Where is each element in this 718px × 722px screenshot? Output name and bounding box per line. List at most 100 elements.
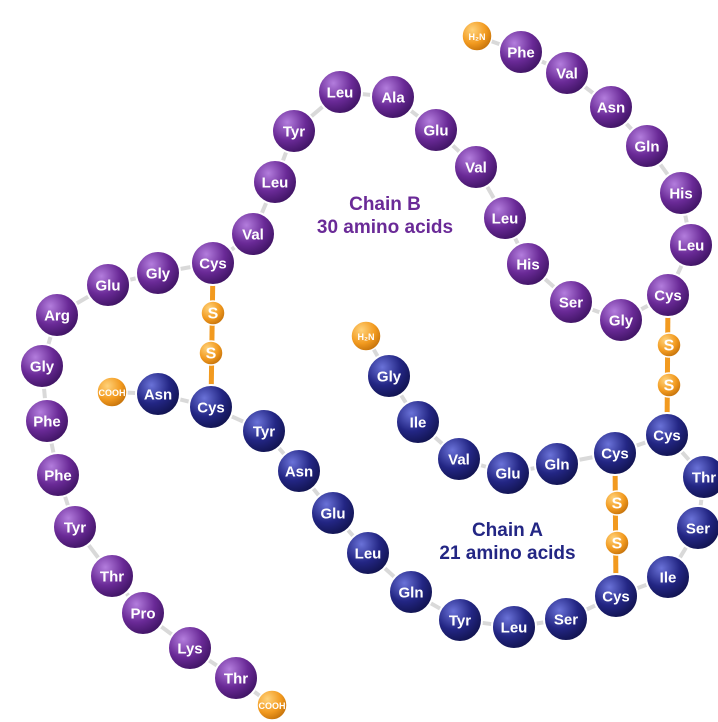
amino-acid-label: Gln	[399, 585, 424, 602]
amino-acid: Ser	[675, 505, 718, 551]
amino-acid-bead	[135, 371, 181, 417]
amino-acid-label: Thr	[692, 470, 716, 487]
chain-a-name: Chain A	[471, 520, 544, 541]
amino-acid: Glu	[485, 450, 531, 496]
amino-acid: Ile	[645, 554, 691, 600]
n-terminus-badge	[350, 320, 382, 352]
amino-acid-bead	[230, 211, 276, 257]
n-terminus-badge	[461, 20, 493, 52]
amino-acid-label: Glu	[321, 506, 346, 523]
amino-acid-bead	[645, 272, 691, 318]
amino-acid-label: Gln	[545, 457, 570, 474]
amino-acid-label: His	[516, 257, 539, 274]
amino-acid-label: Gly	[146, 266, 171, 283]
amino-acid: Leu	[345, 530, 391, 576]
amino-acid-bead	[592, 430, 638, 476]
amino-acid-bead	[188, 384, 234, 430]
c-terminus-badge	[256, 689, 288, 721]
amino-acid-bead	[35, 452, 81, 498]
disulfide-link-line	[612, 452, 619, 597]
amino-acid-bead	[395, 399, 441, 445]
sulfur-atom-label: S	[612, 536, 623, 553]
sulfur-atom-circle	[604, 490, 630, 516]
amino-acid-label: Val	[465, 160, 487, 177]
amino-acid: Val	[453, 144, 499, 190]
sulfur-atom-circle	[656, 372, 682, 398]
amino-acid-bead	[413, 107, 459, 153]
sulfur-atom-circle	[198, 340, 224, 366]
amino-acid-label: Val	[242, 227, 264, 244]
sulfur-atom: S	[198, 340, 224, 366]
amino-acid-label: Glu	[96, 278, 121, 295]
amino-acid: Cys	[593, 573, 639, 619]
amino-acid-label: Val	[556, 66, 578, 83]
amino-acid-label: Gly	[377, 369, 402, 386]
amino-acid-bead	[34, 292, 80, 338]
disulfide-link-line	[664, 294, 671, 436]
n-terminus: H₂N	[461, 20, 493, 52]
amino-acid-bead	[366, 353, 412, 399]
sulfur-atom: S	[604, 490, 630, 516]
amino-acid-bead	[593, 573, 639, 619]
sulfur-atom-circle	[656, 332, 682, 358]
amino-acid-bead	[135, 250, 181, 296]
amino-acid: Phe	[498, 29, 544, 75]
amino-acid-bead	[485, 450, 531, 496]
amino-acid-label: Phe	[507, 45, 535, 62]
amino-acid-label: Tyr	[283, 124, 305, 141]
amino-acid: His	[505, 241, 551, 287]
n-terminus-label: H₂N	[358, 332, 375, 342]
amino-acid-label: Leu	[327, 85, 354, 102]
amino-acid: Glu	[310, 490, 356, 536]
amino-acid-label: Cys	[653, 428, 681, 445]
amino-acid-label: Phe	[33, 414, 61, 431]
amino-acid: Phe	[24, 398, 70, 444]
sulfur-atom-label: S	[206, 346, 217, 363]
amino-acid: Cys	[592, 430, 638, 476]
amino-acid-label: Leu	[501, 620, 528, 637]
amino-acid: Leu	[482, 195, 528, 241]
amino-acid-bead	[668, 222, 714, 268]
amino-acid-label: Lys	[177, 641, 202, 658]
disulfide-bond: SS	[656, 294, 682, 436]
amino-acid-bead	[453, 144, 499, 190]
amino-acid-label: Thr	[100, 569, 124, 586]
amino-acid: Tyr	[52, 504, 98, 550]
sulfur-atom-label: S	[664, 338, 675, 355]
amino-acid-label: Tyr	[64, 520, 86, 537]
amino-acid: Phe	[35, 452, 81, 498]
amino-acid-bead	[317, 69, 363, 115]
chain-b-name: Chain B	[349, 194, 421, 215]
amino-acid: Asn	[588, 84, 634, 130]
amino-acid-label: Cys	[199, 256, 227, 273]
amino-acid-bead	[588, 84, 634, 130]
amino-acid-label: Ala	[381, 90, 405, 107]
amino-acid: Thr	[89, 553, 135, 599]
amino-acid-label: Ser	[559, 295, 583, 312]
disulfide-bond: SS	[604, 452, 630, 597]
amino-acid-label: Asn	[597, 100, 625, 117]
amino-acid-bead	[534, 441, 580, 487]
amino-acid-bead	[120, 590, 166, 636]
amino-acid-label: Tyr	[253, 424, 275, 441]
amino-acid: Val	[544, 50, 590, 96]
amino-acid-bead	[345, 530, 391, 576]
amino-acid: His	[658, 170, 704, 216]
disulfide-link-line	[208, 262, 216, 408]
sulfur-atom: S	[604, 530, 630, 556]
amino-acid-bead	[675, 505, 718, 551]
amino-acid-label: Leu	[355, 546, 382, 563]
amino-acid-bead	[252, 159, 298, 205]
amino-acid-label: Cys	[602, 589, 630, 606]
amino-acid-bead	[681, 454, 718, 500]
amino-acid: Thr	[213, 655, 259, 701]
amino-acid-bead	[89, 553, 135, 599]
amino-acid-bead	[505, 241, 551, 287]
amino-acid: Arg	[34, 292, 80, 338]
c-terminus: COOH	[256, 689, 288, 721]
amino-acid: Pro	[120, 590, 166, 636]
amino-acid-label: Leu	[678, 238, 705, 255]
amino-acid: Tyr	[271, 108, 317, 154]
sulfur-atom-label: S	[208, 306, 219, 323]
n-terminus: H₂N	[350, 320, 382, 352]
